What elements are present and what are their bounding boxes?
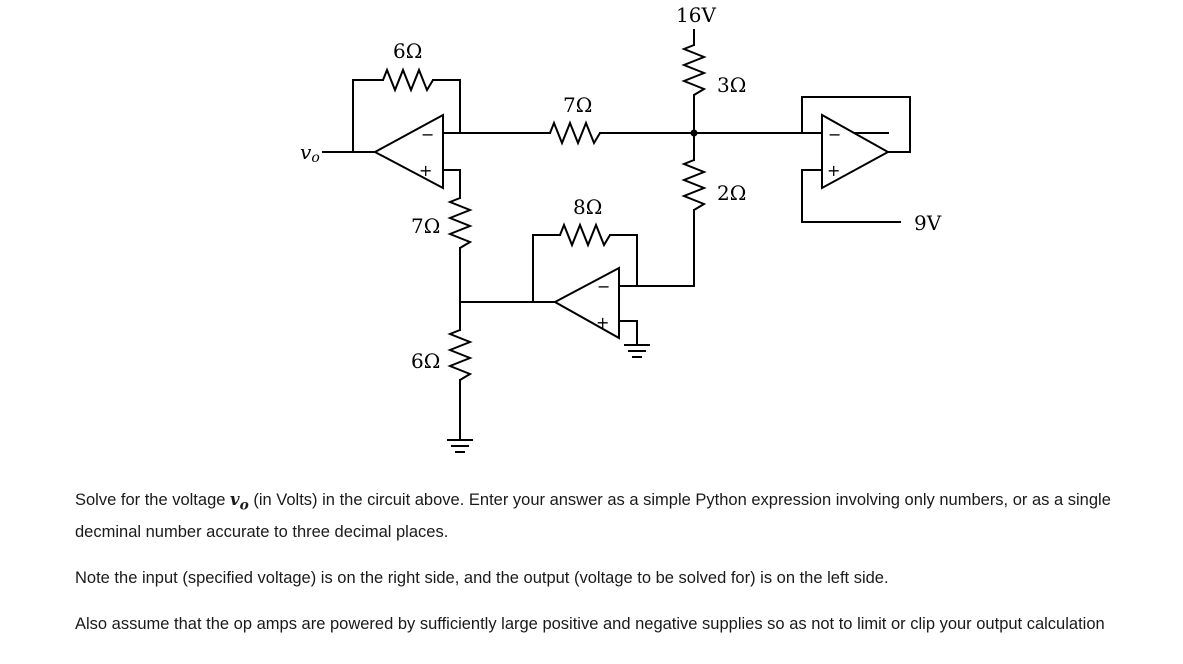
opamp-buffer: − +: [821, 113, 891, 190]
opamp-output-plus: +: [419, 161, 432, 180]
problem-paragraph-1: Solve for the voltage vo (in Volts) in t…: [75, 490, 1111, 542]
resistor-mid-horizontal: [549, 120, 601, 146]
opamp-buffer-minus: −: [828, 125, 841, 144]
opamp-buffer-plus: +: [827, 161, 840, 180]
opamp-center: − +: [552, 266, 620, 340]
resistor-right-upper: [681, 44, 707, 96]
source-9v-label: 9V: [914, 211, 942, 235]
resistor-left-vertical-lower: [447, 329, 473, 381]
circuit-diagram: − + − + − + 16V 9V vo 6Ω 7Ω 3Ω 2Ω 8Ω 7Ω …: [300, 3, 942, 453]
resistor-left-vertical-upper: [447, 197, 473, 249]
output-variable: vo: [230, 490, 249, 514]
problem-statement: Solve for the voltage vo (in Volts) in t…: [75, 486, 1155, 657]
ground-icon: [447, 439, 473, 453]
opamp-center-plus: +: [596, 313, 609, 332]
resistor-feedback-top: [382, 67, 434, 93]
resistor-left-vertical-upper-label: 7Ω: [411, 214, 440, 238]
resistor-right-upper-label: 3Ω: [717, 73, 746, 97]
resistor-feedback-center-label: 8Ω: [573, 195, 602, 219]
problem-paragraph-3: Also assume that the op amps are powered…: [75, 615, 1105, 634]
resistor-mid-horizontal-label: 7Ω: [563, 93, 592, 117]
resistor-right-lower-label: 2Ω: [717, 181, 746, 205]
output-voltage-label: vo: [300, 140, 320, 166]
resistor-feedback-top-label: 6Ω: [393, 39, 422, 63]
opamp-output: − +: [372, 113, 444, 190]
resistor-left-vertical-lower-label: 6Ω: [411, 349, 440, 373]
resistor-right-lower: [681, 159, 707, 211]
wires: [322, 29, 911, 441]
resistor-feedback-center: [559, 222, 611, 248]
ground-icon: [624, 344, 650, 358]
junction-node: [690, 129, 698, 137]
problem-paragraph-2: Note the input (specified voltage) is on…: [75, 569, 889, 588]
source-16v-label: 16V: [676, 3, 716, 27]
opamp-output-minus: −: [421, 125, 434, 144]
opamp-center-minus: −: [597, 277, 610, 296]
